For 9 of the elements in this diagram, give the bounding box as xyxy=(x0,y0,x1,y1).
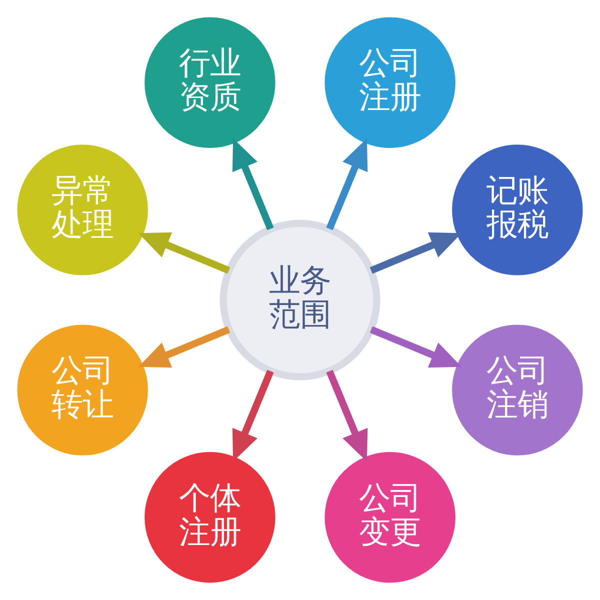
arrow xyxy=(232,370,274,462)
arrow xyxy=(370,326,462,368)
arrow xyxy=(326,370,368,462)
node-circle: 业务范围 xyxy=(220,220,380,380)
arrow xyxy=(370,232,462,274)
arrow xyxy=(232,138,274,230)
arrow xyxy=(138,232,230,274)
arrow xyxy=(326,138,368,230)
arrow xyxy=(138,326,230,368)
